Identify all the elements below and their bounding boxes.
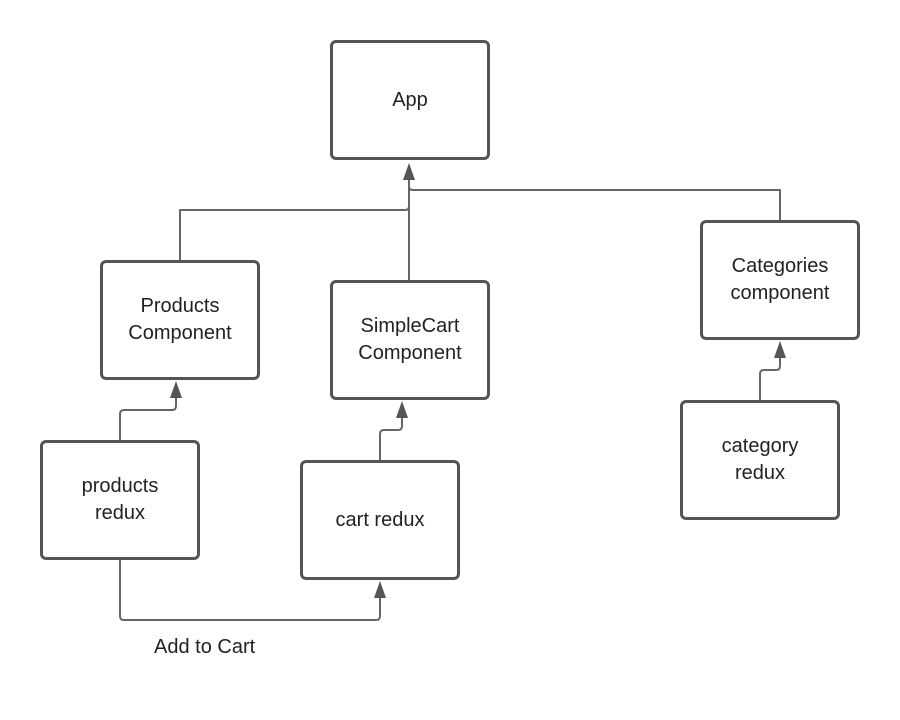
- arrowhead-categories: [774, 341, 786, 358]
- node-category-redux: category redux: [680, 400, 840, 520]
- arrowhead-cart-redux: [374, 581, 386, 598]
- node-products-component: Products Component: [100, 260, 260, 380]
- edge-category-redux-to-categories: [759, 358, 781, 400]
- arrowhead-products: [170, 381, 182, 398]
- edge-products-to-app: [179, 180, 410, 260]
- node-products-redux: products redux: [40, 440, 200, 560]
- node-app: App: [330, 40, 490, 160]
- node-simplecart-component: SimpleCart Component: [330, 280, 490, 400]
- edge-cart-redux-to-simplecart: [379, 418, 403, 460]
- arrowhead-simplecart: [396, 401, 408, 418]
- edge-products-redux-to-products: [119, 398, 177, 440]
- node-cart-redux: cart redux: [300, 460, 460, 580]
- node-categories-component: Categories component: [700, 220, 860, 340]
- edge-add-to-cart: [119, 560, 381, 621]
- arrowhead-app: [403, 163, 415, 180]
- edge-categories-to-app: [408, 180, 781, 220]
- edge-label-add-to-cart: Add to Cart: [154, 636, 256, 658]
